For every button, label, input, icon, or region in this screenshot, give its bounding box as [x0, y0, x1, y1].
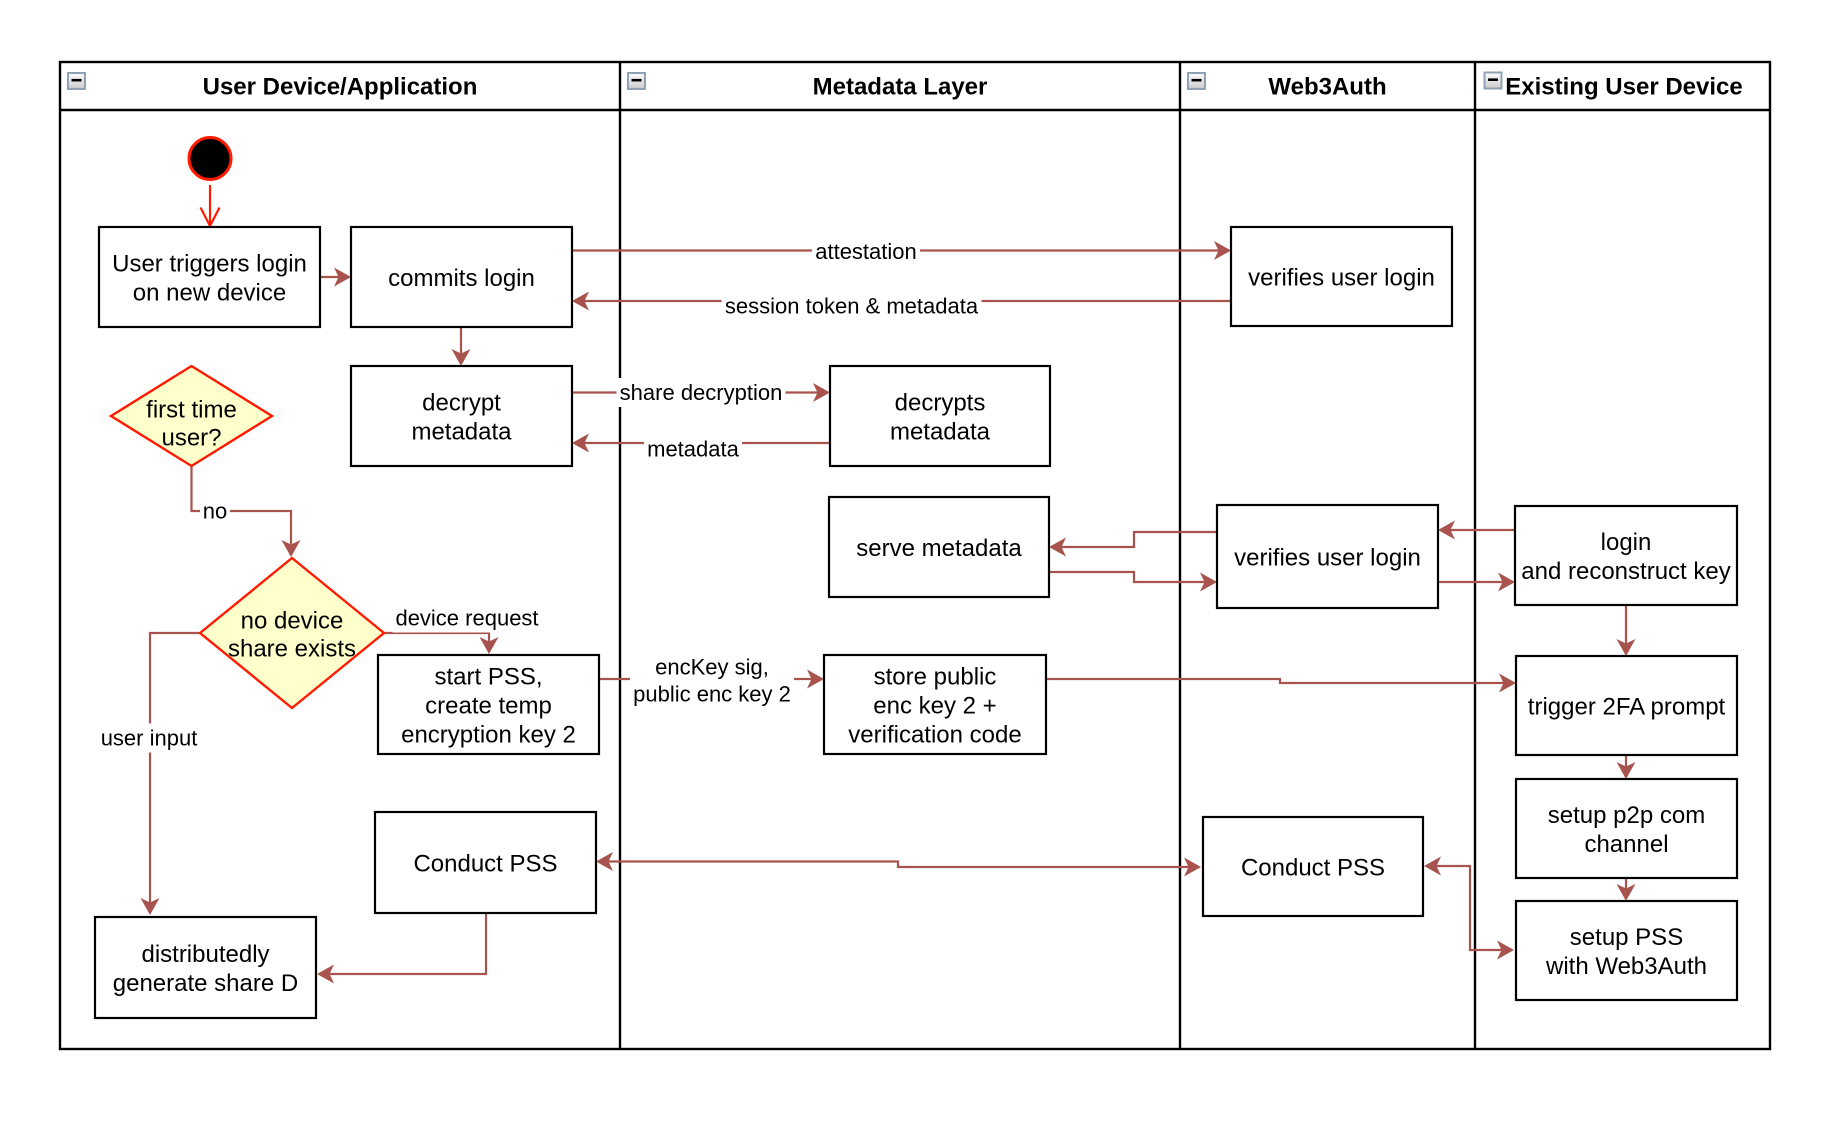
svg-text:commits login: commits login: [388, 265, 535, 292]
svg-text:serve metadata: serve metadata: [856, 535, 1022, 562]
svg-text:attestation: attestation: [815, 239, 917, 264]
svg-text:share exists: share exists: [228, 636, 356, 663]
svg-text:no device: no device: [241, 608, 344, 635]
svg-text:no: no: [203, 499, 227, 524]
svg-text:with Web3Auth: with Web3Auth: [1545, 953, 1707, 980]
svg-text:Conduct PSS: Conduct PSS: [1241, 855, 1385, 882]
svg-text:user input: user input: [101, 726, 198, 751]
svg-text:verifies user login: verifies user login: [1248, 265, 1435, 292]
svg-text:Conduct PSS: Conduct PSS: [413, 851, 557, 878]
svg-text:Metadata Layer: Metadata Layer: [813, 74, 988, 101]
svg-text:generate share D: generate share D: [113, 970, 298, 997]
svg-text:trigger 2FA prompt: trigger 2FA prompt: [1528, 694, 1726, 721]
svg-text:encKey sig,: encKey sig,: [655, 655, 769, 680]
svg-text:Web3Auth: Web3Auth: [1268, 74, 1386, 101]
svg-text:store public: store public: [874, 664, 997, 691]
svg-text:distributedly: distributedly: [141, 941, 269, 968]
svg-text:session token & metadata: session token & metadata: [725, 294, 979, 319]
svg-text:share decryption: share decryption: [620, 380, 783, 405]
svg-text:channel: channel: [1584, 831, 1668, 858]
svg-text:create temp: create temp: [425, 693, 552, 720]
svg-text:device request: device request: [395, 606, 538, 631]
svg-text:metadata: metadata: [890, 419, 991, 446]
svg-text:setup PSS: setup PSS: [1570, 924, 1683, 951]
svg-text:start PSS,: start PSS,: [434, 664, 542, 691]
svg-text:decrypt: decrypt: [422, 390, 501, 417]
svg-text:on new device: on new device: [133, 280, 286, 307]
svg-text:User Device/Application: User Device/Application: [203, 74, 478, 101]
svg-text:decrypts: decrypts: [895, 390, 986, 417]
svg-text:Existing User Device: Existing User Device: [1505, 74, 1742, 101]
svg-text:public enc key 2: public enc key 2: [633, 682, 791, 707]
svg-text:and reconstruct key: and reconstruct key: [1521, 558, 1730, 585]
svg-text:user?: user?: [161, 425, 221, 452]
svg-text:metadata: metadata: [647, 437, 739, 462]
svg-text:metadata: metadata: [411, 419, 512, 446]
svg-text:enc key 2 +: enc key 2 +: [873, 693, 996, 720]
svg-text:login: login: [1601, 529, 1652, 556]
svg-text:encryption key 2: encryption key 2: [401, 722, 576, 749]
svg-text:verifies user login: verifies user login: [1234, 545, 1421, 572]
svg-text:verification code: verification code: [848, 722, 1021, 749]
svg-text:setup p2p com: setup p2p com: [1548, 802, 1705, 829]
svg-text:User triggers login: User triggers login: [112, 251, 307, 278]
svg-text:first time: first time: [146, 397, 237, 424]
